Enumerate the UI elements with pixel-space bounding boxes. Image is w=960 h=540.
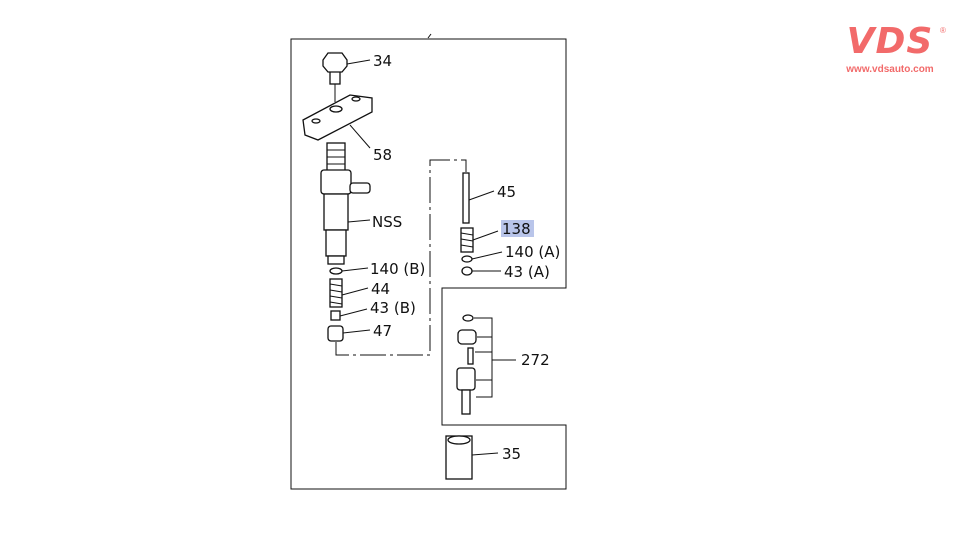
registered-icon: ® <box>940 26 946 35</box>
washer-140b <box>329 267 343 275</box>
clamp-58 <box>302 94 373 141</box>
callout-272[interactable]: 272 <box>521 351 550 369</box>
callout-43b[interactable]: 43 (B) <box>370 299 416 317</box>
injector-body <box>320 142 371 265</box>
callout-58[interactable]: 58 <box>373 146 392 164</box>
logo-url: www.vdsauto.com <box>846 64 934 75</box>
washer-140a <box>461 255 473 263</box>
nozzle-272 <box>456 314 516 415</box>
cap-47 <box>327 325 344 342</box>
logo-brand: VDS <box>846 21 934 62</box>
callout-47[interactable]: 47 <box>373 322 392 340</box>
nut-35 <box>445 435 473 480</box>
callout-34[interactable]: 34 <box>373 52 392 70</box>
callout-35[interactable]: 35 <box>502 445 521 463</box>
highlight-138 <box>501 220 534 237</box>
callout-43a[interactable]: 43 (A) <box>504 263 550 281</box>
vds-logo: VDS ® www.vdsauto.com <box>834 21 946 76</box>
callout-138[interactable]: 138 <box>502 220 531 238</box>
seat-43b <box>330 310 341 321</box>
callout-nss[interactable]: NSS <box>372 213 402 231</box>
bolt-34 <box>322 52 348 102</box>
spring-138 <box>460 227 474 253</box>
callout-140b[interactable]: 140 (B) <box>370 260 425 278</box>
tick-mark <box>427 33 432 39</box>
seat-43a <box>461 266 473 276</box>
rod-45 <box>462 172 470 224</box>
leader-lines <box>339 59 503 456</box>
diagram-frame <box>290 38 567 490</box>
spring-44 <box>329 278 343 308</box>
callout-140a[interactable]: 140 (A) <box>505 243 560 261</box>
group-line <box>335 159 467 356</box>
callout-44[interactable]: 44 <box>371 280 390 298</box>
callout-45[interactable]: 45 <box>497 183 516 201</box>
